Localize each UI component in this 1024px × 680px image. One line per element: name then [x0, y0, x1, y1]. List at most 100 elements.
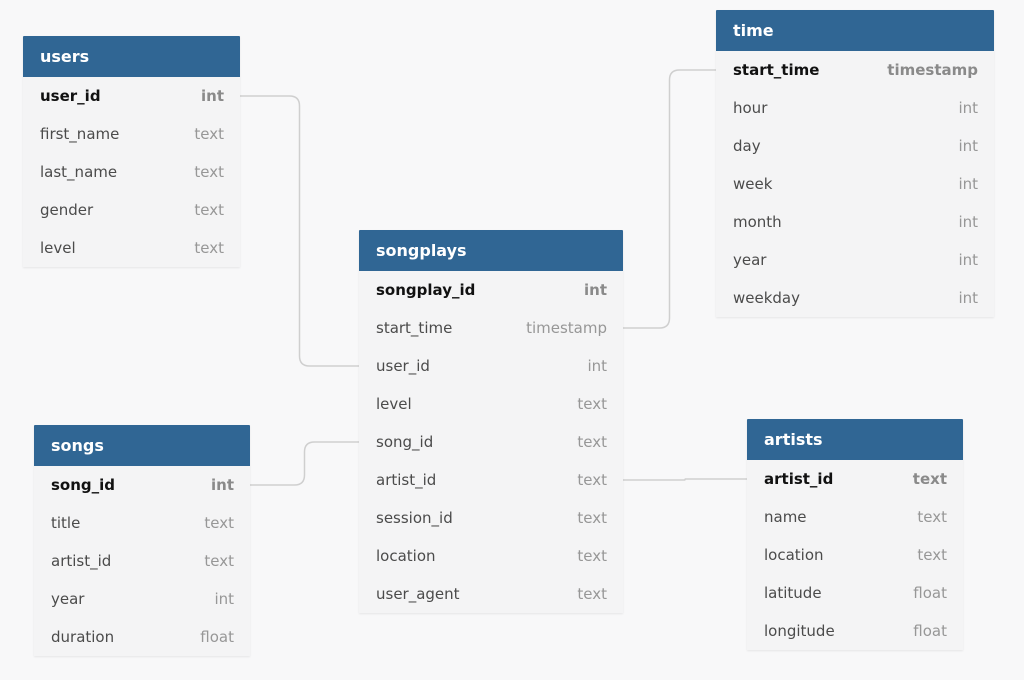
column-name: day [733, 137, 761, 155]
column-type: timestamp [526, 319, 607, 337]
time-column-day[interactable]: day int [716, 127, 994, 165]
column-type: timestamp [887, 61, 978, 79]
artists-column-artist_id[interactable]: artist_id text [747, 460, 963, 498]
artists-column-longitude[interactable]: longitude float [747, 612, 963, 650]
column-type: text [577, 547, 607, 565]
songs-column-duration[interactable]: duration float [34, 618, 250, 656]
column-type: int [958, 137, 978, 155]
column-name: longitude [764, 622, 835, 640]
artists-table-header[interactable]: artists [747, 419, 963, 460]
column-type: float [913, 622, 947, 640]
column-type: text [194, 163, 224, 181]
column-type: int [211, 476, 234, 494]
songs-column-year[interactable]: year int [34, 580, 250, 618]
relationship-line-users-songplays [240, 95, 359, 367]
column-name: songplay_id [376, 281, 476, 299]
column-name: user_id [376, 357, 430, 375]
users-column-gender[interactable]: gender text [23, 191, 240, 229]
column-type: text [577, 433, 607, 451]
column-name: artist_id [376, 471, 437, 489]
songs-table-header[interactable]: songs [34, 425, 250, 466]
relationship-line-songs-songplays [250, 441, 359, 486]
column-name: week [733, 175, 773, 193]
songs-column-song_id[interactable]: song_id int [34, 466, 250, 504]
column-name: location [764, 546, 824, 564]
column-name: gender [40, 201, 94, 219]
column-name: first_name [40, 125, 120, 143]
column-name: title [51, 514, 81, 532]
column-name: user_id [40, 87, 101, 105]
column-name: year [51, 590, 85, 608]
songplays-table-header[interactable]: songplays [359, 230, 623, 271]
column-name: hour [733, 99, 768, 117]
users-column-user_id[interactable]: user_id int [23, 77, 240, 115]
column-name: level [376, 395, 412, 413]
column-type: text [194, 125, 224, 143]
column-type: text [194, 201, 224, 219]
users-column-first_name[interactable]: first_name text [23, 115, 240, 153]
column-name: start_time [376, 319, 453, 337]
column-type: text [194, 239, 224, 257]
column-type: text [912, 470, 947, 488]
column-type: text [577, 471, 607, 489]
songplays-column-start_time[interactable]: start_time timestamp [359, 309, 623, 347]
column-name: location [376, 547, 436, 565]
users-table-header[interactable]: users [23, 36, 240, 77]
relationship-line-artists-songplays [623, 478, 747, 481]
column-type: text [577, 395, 607, 413]
column-name: song_id [376, 433, 434, 451]
column-type: text [577, 509, 607, 527]
column-name: artist_id [51, 552, 112, 570]
column-type: float [200, 628, 234, 646]
time-column-week[interactable]: week int [716, 165, 994, 203]
songplays-column-level[interactable]: level text [359, 385, 623, 423]
songplays-column-user_agent[interactable]: user_agent text [359, 575, 623, 613]
column-name: duration [51, 628, 115, 646]
column-name: session_id [376, 509, 453, 527]
relationship-line-time-songplays [623, 69, 716, 329]
songplays-column-song_id[interactable]: song_id text [359, 423, 623, 461]
column-type: int [214, 590, 234, 608]
songplays-column-artist_id[interactable]: artist_id text [359, 461, 623, 499]
column-name: weekday [733, 289, 801, 307]
column-type: int [958, 213, 978, 231]
column-name: song_id [51, 476, 116, 494]
column-name: user_agent [376, 585, 460, 603]
column-type: text [577, 585, 607, 603]
time-column-weekday[interactable]: weekday int [716, 279, 994, 317]
time-column-year[interactable]: year int [716, 241, 994, 279]
time-table-header[interactable]: time [716, 10, 994, 51]
songplays-column-songplay_id[interactable]: songplay_id int [359, 271, 623, 309]
column-type: int [584, 281, 607, 299]
column-type: float [913, 584, 947, 602]
column-name: start_time [733, 61, 820, 79]
songplays-column-session_id[interactable]: session_id text [359, 499, 623, 537]
column-type: int [958, 251, 978, 269]
time-column-start_time[interactable]: start_time timestamp [716, 51, 994, 89]
column-name: year [733, 251, 767, 269]
column-type: int [587, 357, 607, 375]
songplays-column-user_id[interactable]: user_id int [359, 347, 623, 385]
column-type: int [958, 289, 978, 307]
column-name: artist_id [764, 470, 834, 488]
column-type: int [958, 175, 978, 193]
column-name: name [764, 508, 807, 526]
songplays-column-location[interactable]: location text [359, 537, 623, 575]
column-type: int [201, 87, 224, 105]
